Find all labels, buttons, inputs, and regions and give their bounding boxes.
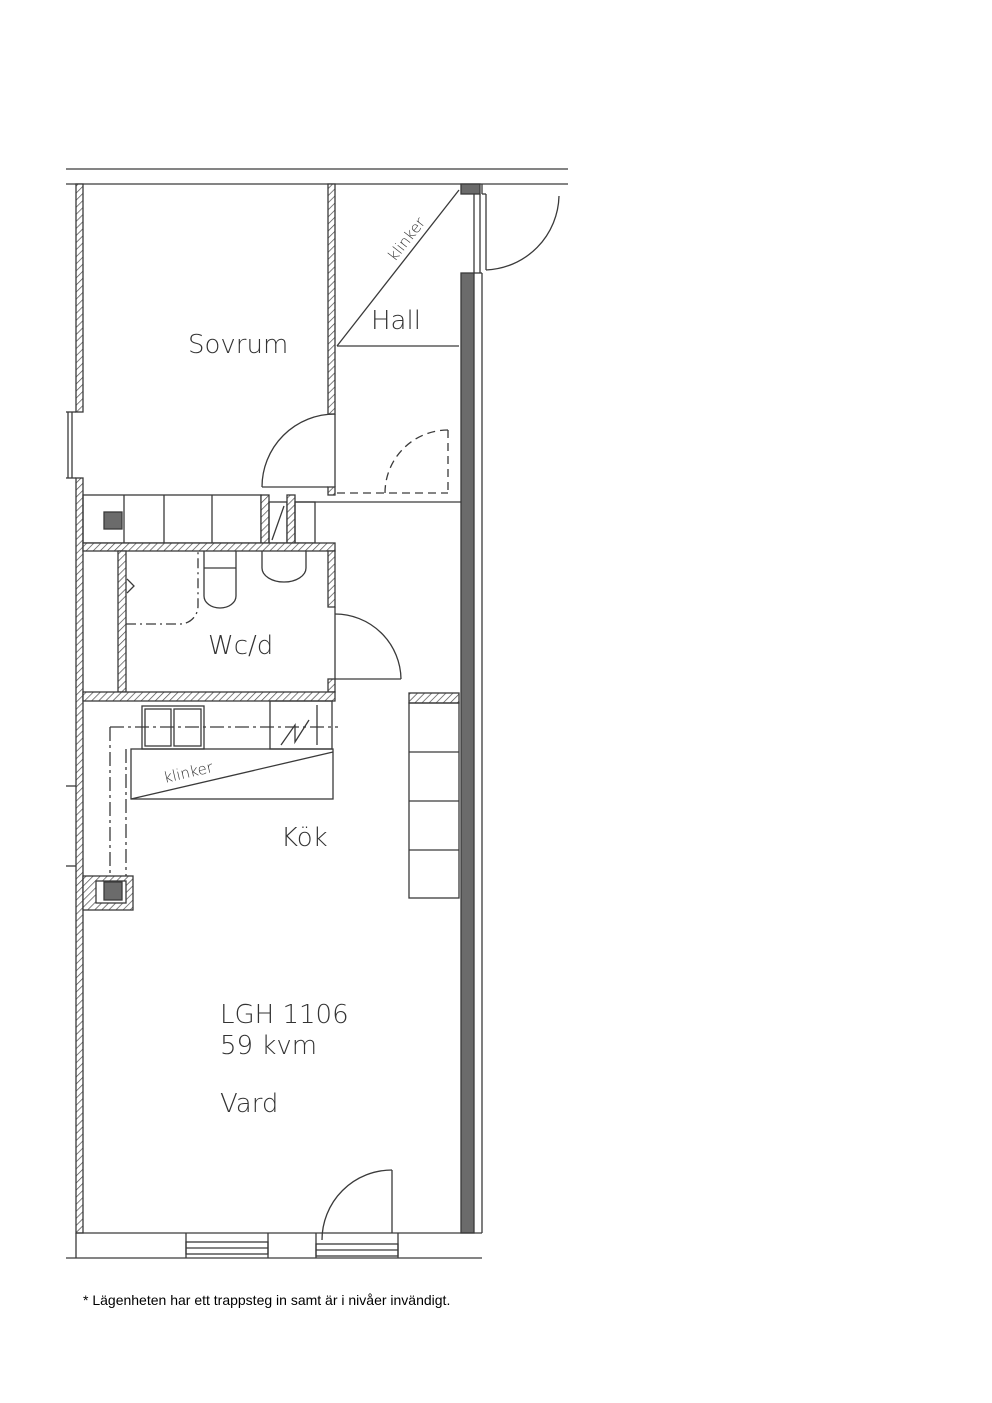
apartment-area: 59 kvm <box>220 1031 317 1061</box>
closet-door-dashed <box>337 429 449 494</box>
wardrobe-row <box>82 486 461 544</box>
balcony-door <box>315 1169 399 1258</box>
kitchen-shaft <box>82 875 134 911</box>
room-labels: Sovrum Hall Wc/d Kök LGH 1106 59 kvm Var… <box>162 213 430 1119</box>
kitchen-counter <box>109 700 338 876</box>
room-label-wc: Wc/d <box>208 631 273 661</box>
left-exterior-wall <box>66 183 84 1234</box>
right-cabinet-row <box>408 692 460 899</box>
footnote: * Lägenheten har ett trappsteg in samt ä… <box>83 1292 451 1308</box>
room-label-vard: Vard <box>220 1089 278 1119</box>
room-label-sovrum: Sovrum <box>188 330 288 360</box>
bottom-exterior-wall <box>66 1232 482 1259</box>
annotation-klinker-kitchen: klinker <box>162 758 216 787</box>
hall-partition <box>336 189 460 347</box>
bedroom-door <box>261 413 336 488</box>
room-label-hall: Hall <box>371 306 421 336</box>
bedroom-wall <box>327 183 336 415</box>
bathroom-fixtures <box>126 551 307 625</box>
bathroom-door <box>334 607 402 680</box>
bathroom-walls <box>82 542 336 702</box>
entry-door <box>481 184 560 271</box>
top-exterior-wall <box>66 168 568 185</box>
right-exterior-wall <box>460 183 483 1234</box>
apartment-id: LGH 1106 <box>220 1000 349 1030</box>
room-label-kok: Kök <box>281 823 328 853</box>
